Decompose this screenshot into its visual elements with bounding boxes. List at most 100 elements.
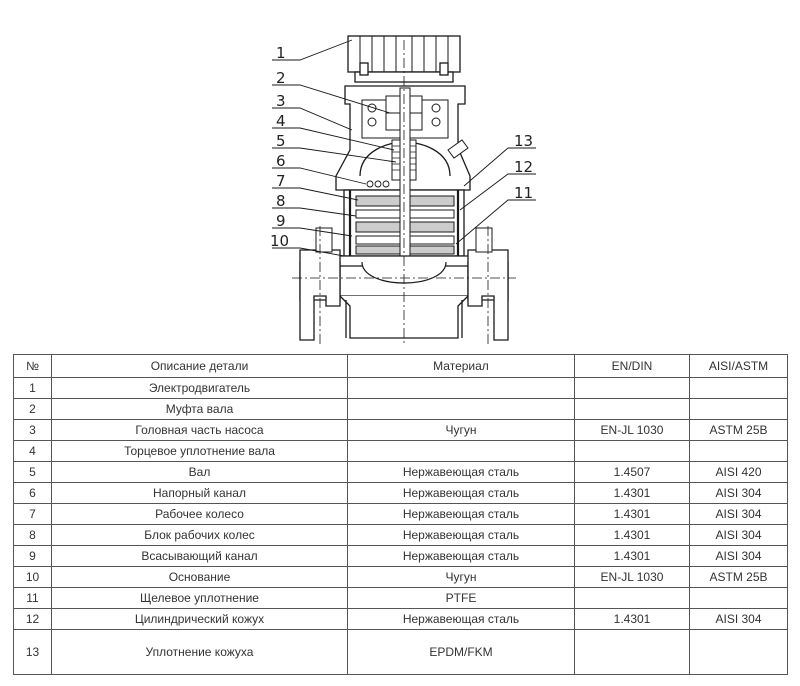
cell-description: Щелевое уплотнение [51,587,348,609]
cell-number: 13 [13,629,52,675]
cell-material: Нержавеющая сталь [347,503,575,525]
cell-number: 12 [13,608,52,630]
cell-number: 10 [13,566,52,588]
callout-10: 10 [270,232,289,250]
cell-en-din [574,440,690,462]
cell-material: Нержавеющая сталь [347,545,575,567]
cell-material: Чугун [347,419,575,441]
callout-2: 2 [276,69,286,87]
cell-number: 9 [13,545,52,567]
cell-en-din [574,587,690,609]
cell-material: Нержавеющая сталь [347,461,575,483]
header-aisi-astm: AISI/ASTM [689,354,788,378]
cell-description: Головная часть насоса [51,419,348,441]
cell-material [347,398,575,420]
cell-aisi-astm: AISI 304 [689,503,788,525]
cell-number: 8 [13,524,52,546]
cell-number: 6 [13,482,52,504]
cell-en-din [574,398,690,420]
cell-en-din: EN-JL 1030 [574,566,690,588]
cell-en-din: 1.4301 [574,524,690,546]
shaft-shape [399,87,411,265]
cell-number: 5 [13,461,52,483]
cell-en-din: 1.4301 [574,503,690,525]
cell-material: Нержавеющая сталь [347,524,575,546]
callout-13: 13 [514,132,533,150]
cell-description: Напорный канал [51,482,348,504]
cell-en-din: EN-JL 1030 [574,419,690,441]
cell-aisi-astm [689,629,788,675]
callout-3: 3 [276,92,286,110]
cell-material: Нержавеющая сталь [347,608,575,630]
cell-aisi-astm: AISI 420 [689,461,788,483]
parts-table: № Описание детали Материал EN/DIN AISI/A… [13,354,788,675]
callout-5: 5 [276,132,286,150]
header-material: Материал [347,354,575,378]
cell-description: Электродвигатель [51,377,348,399]
cell-en-din [574,377,690,399]
cell-number: 2 [13,398,52,420]
impeller-stack-shape [355,195,455,255]
cell-material: PTFE [347,587,575,609]
cell-number: 3 [13,419,52,441]
cell-en-din: 1.4301 [574,608,690,630]
header-description: Описание детали [51,354,348,378]
cell-aisi-astm: ASTM 25B [689,566,788,588]
cell-material: Чугун [347,566,575,588]
pump-sectional-drawing: 1 2 3 4 5 6 7 8 9 10 13 12 11 [270,35,536,345]
cell-aisi-astm [689,440,788,462]
cell-aisi-astm [689,398,788,420]
cell-aisi-astm: AISI 304 [689,608,788,630]
cell-aisi-astm: ASTM 25B [689,419,788,441]
cell-aisi-astm: AISI 304 [689,545,788,567]
cell-en-din: 1.4507 [574,461,690,483]
cell-description: Цилиндрический кожух [51,608,348,630]
cell-en-din [574,629,690,675]
cell-aisi-astm: AISI 304 [689,524,788,546]
cell-number: 11 [13,587,52,609]
cell-description: Всасывающий канал [51,545,348,567]
callout-11: 11 [514,184,533,202]
cell-aisi-astm [689,377,788,399]
cell-description: Основание [51,566,348,588]
cell-description: Муфта вала [51,398,348,420]
cell-material: Нержавеющая сталь [347,482,575,504]
cell-number: 4 [13,440,52,462]
callout-1: 1 [276,44,286,62]
cell-number: 1 [13,377,52,399]
cell-material [347,440,575,462]
callout-7: 7 [276,172,286,190]
callout-8: 8 [276,192,286,210]
cell-description: Торцевое уплотнение вала [51,440,348,462]
cell-aisi-astm: AISI 304 [689,482,788,504]
cell-description: Вал [51,461,348,483]
cell-description: Рабочее колесо [51,503,348,525]
callout-4: 4 [276,112,286,130]
cell-number: 7 [13,503,52,525]
cell-description: Уплотнение кожуха [51,629,348,675]
callout-12: 12 [514,158,533,176]
callout-9: 9 [276,212,286,230]
cell-en-din: 1.4301 [574,482,690,504]
cell-description: Блок рабочих колес [51,524,348,546]
cell-material: EPDM/FKM [347,629,575,675]
header-en-din: EN/DIN [574,354,690,378]
callout-6: 6 [276,152,286,170]
cell-aisi-astm [689,587,788,609]
cell-material [347,377,575,399]
table-header-row: № Описание детали Материал EN/DIN AISI/A… [13,354,788,378]
header-number: № [13,354,52,378]
